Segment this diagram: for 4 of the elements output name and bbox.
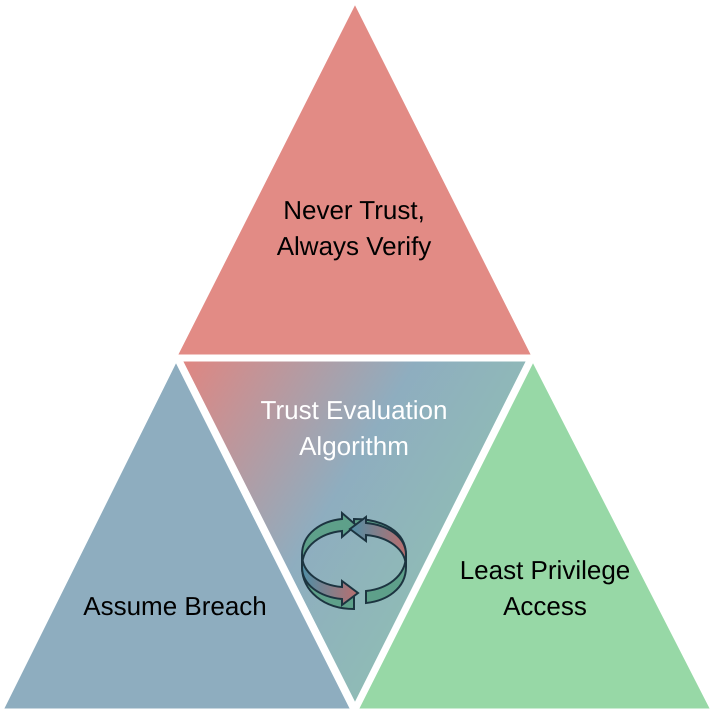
triangle-label: Never Trust, Always Verify [276, 194, 432, 263]
triangle-label: Least Privilege Access [458, 554, 632, 623]
triangle-label: Trust Evaluation Algorithm [260, 394, 448, 463]
triangle-label: Assume Breach [82, 590, 268, 623]
